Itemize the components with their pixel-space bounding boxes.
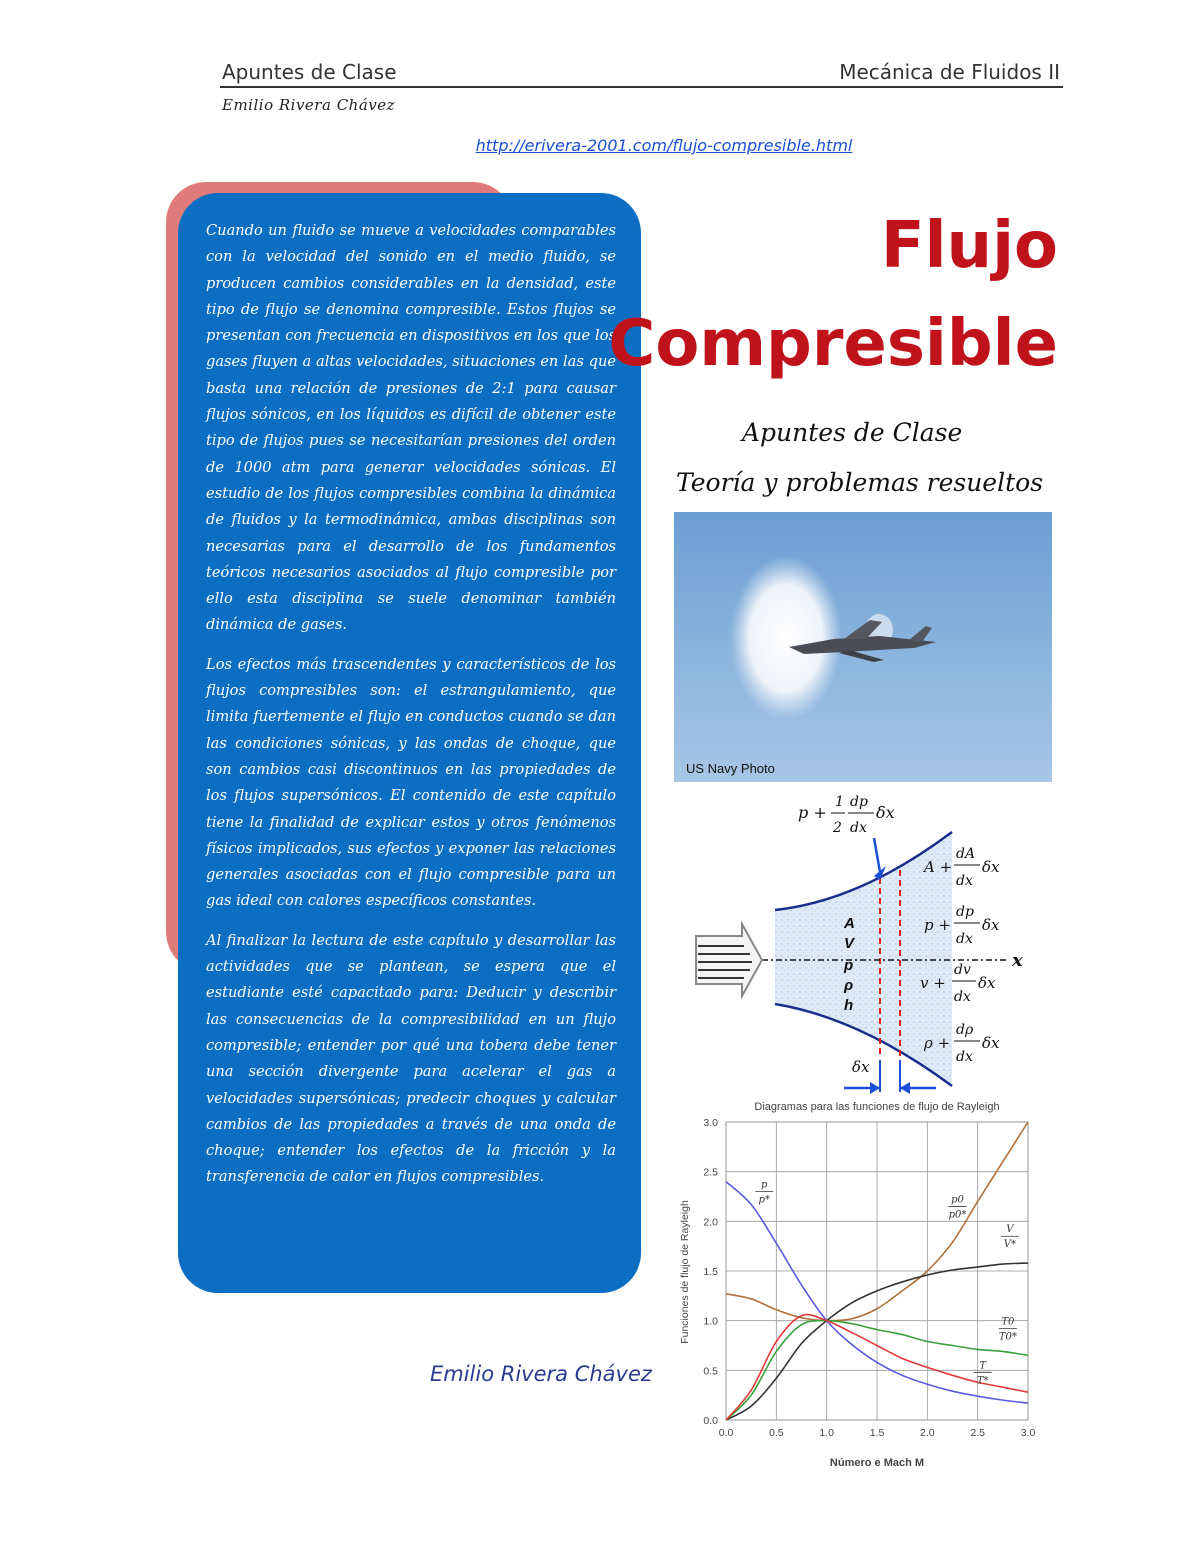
intro-text: Cuando un fluido se mueve a velocidades … (206, 218, 616, 1204)
series-line-3 (725, 1319, 1029, 1421)
delta-x-label: δx (852, 1058, 870, 1076)
intro-paragraph-3: Al finalizar la lectura de este capítulo… (206, 931, 616, 1186)
axis-x-label: x (1011, 950, 1023, 971)
legend-label-den-0: p* (759, 1195, 770, 1206)
top-label-d-den: dx (850, 820, 867, 836)
top-label-d-num: dp (850, 794, 868, 810)
series-line-0 (725, 1181, 1029, 1404)
legend-label-num-3: T0 (1001, 1317, 1015, 1328)
legend-label-den-2: V* (1004, 1239, 1016, 1250)
intro-box (178, 193, 641, 1293)
y-tick-label: 1.5 (703, 1266, 718, 1278)
right-label-p-num: dp (956, 904, 974, 920)
right-label-rho-dx: δx (982, 1034, 1000, 1052)
chart-x-axis-label: Número e Mach M (830, 1457, 924, 1469)
right-label-rho-den: dx (956, 1049, 973, 1065)
nozzle-upper-wall (774, 830, 953, 912)
legend-label-den-1: p0* (949, 1209, 967, 1220)
source-link[interactable]: http://erivera-2001.com/flujo-compresibl… (475, 136, 853, 155)
series-line-1 (725, 1121, 1029, 1322)
x-tick-label: 2.5 (970, 1427, 985, 1439)
nozzle-lower-wall (774, 1002, 953, 1088)
legend-label-den-3: T0* (999, 1332, 1017, 1343)
top-label-p: p + (798, 803, 827, 822)
chart-series (725, 1121, 1029, 1421)
header-left: Apuntes de Clase (222, 60, 397, 84)
top-label-frac-num: 1 (835, 794, 844, 810)
series-line-2 (725, 1262, 1029, 1421)
dx-arrow-left-head (870, 1082, 880, 1094)
series-line-4 (725, 1313, 1029, 1421)
y-tick-label: 2.0 (703, 1216, 718, 1228)
inner-label-h: h (844, 997, 853, 1014)
arrow-to-section (872, 837, 882, 873)
x-tick-label: 1.0 (819, 1427, 834, 1439)
jet-photo-art (730, 556, 936, 720)
top-label-frac-den: 2 (832, 820, 842, 836)
right-label-A-base: A + (922, 858, 952, 876)
chart-y-axis-label: Funciones de flujo de Rayleigh (679, 1200, 691, 1344)
legend-label-num-4: T (979, 1360, 987, 1371)
header-rule (220, 86, 1063, 88)
right-label-p-base: p + (924, 916, 951, 934)
legend-label-den-4: T* (977, 1375, 989, 1386)
right-label-v-base: v + (920, 974, 946, 992)
x-tick-label: 2.0 (920, 1427, 935, 1439)
right-label-A-num: dA (956, 846, 975, 862)
subtitle-line-1: Apuntes de Clase (742, 418, 963, 447)
x-tick-label: 1.5 (870, 1427, 885, 1439)
y-tick-label: 2.5 (703, 1167, 718, 1179)
right-label-p-dx: δx (982, 916, 1000, 934)
right-label-rho-base: ρ + (923, 1034, 950, 1052)
author-name: Emilio Rivera Chávez (430, 1362, 652, 1386)
title-line-1: Flujo (880, 209, 1058, 283)
right-label-v-dx: δx (978, 974, 996, 992)
x-tick-label: 3.0 (1021, 1427, 1036, 1439)
right-label-rho-num: dρ (956, 1022, 974, 1038)
right-label-p-den: dx (956, 931, 973, 947)
right-label-A-den: dx (956, 873, 973, 889)
photo-caption: US Navy Photo (686, 761, 775, 776)
legend-label-num-2: V (1006, 1224, 1015, 1235)
chart-title: Diagramas para las funciones de flujo de… (754, 1101, 999, 1113)
inner-label-V: V (844, 935, 856, 952)
inlet-arrow-icon (695, 920, 764, 1000)
nozzle-body (775, 832, 952, 1086)
right-label-v-num: dv (954, 962, 971, 978)
arrow-to-section-head (874, 866, 886, 880)
jet-photo (674, 512, 1052, 782)
legend-label-num-0: p (761, 1180, 768, 1191)
right-label-v-den: dx (954, 989, 971, 1005)
inner-label-p: p (843, 957, 853, 974)
intro-paragraph-2: Los efectos más trascendentes y caracter… (206, 655, 616, 910)
nozzle-diagram: p + 1 2 dp dx δx A V p ρ h x δx A + dA d… (695, 794, 1023, 1094)
title-line-2: Compresible (608, 307, 1058, 381)
rayleigh-chart: Diagramas para las funciones de flujo de… (679, 1101, 1035, 1469)
intro-paragraph-1: Cuando un fluido se mueve a velocidades … (206, 222, 616, 634)
right-label-A-dx: δx (982, 858, 1000, 876)
y-tick-label: 0.5 (703, 1365, 718, 1377)
top-label-dx: δx (876, 803, 895, 822)
x-tick-label: 0.0 (719, 1427, 734, 1439)
y-tick-label: 1.0 (703, 1316, 718, 1328)
header-right: Mecánica de Fluidos II (839, 60, 1060, 84)
chart-grid (725, 1121, 1029, 1421)
x-tick-label: 0.5 (769, 1427, 784, 1439)
y-tick-label: 0.0 (703, 1415, 718, 1427)
dx-arrow-right-head (900, 1082, 910, 1094)
y-tick-label: 3.0 (703, 1117, 718, 1129)
chart-ticks: 0.0 0.5 1.0 1.5 2.0 2.5 3.0 0.0 0.5 1.0 1.5 2.0 2.5 3… (703, 1117, 1035, 1439)
inner-label-A: A (843, 915, 855, 932)
subtitle-line-2: Teoría y problemas resueltos (676, 468, 1044, 497)
legend-label-num-1: p0 (951, 1194, 964, 1205)
header-signature: Emilio Rivera Chávez (222, 96, 396, 114)
inner-label-rho: ρ (843, 977, 853, 994)
